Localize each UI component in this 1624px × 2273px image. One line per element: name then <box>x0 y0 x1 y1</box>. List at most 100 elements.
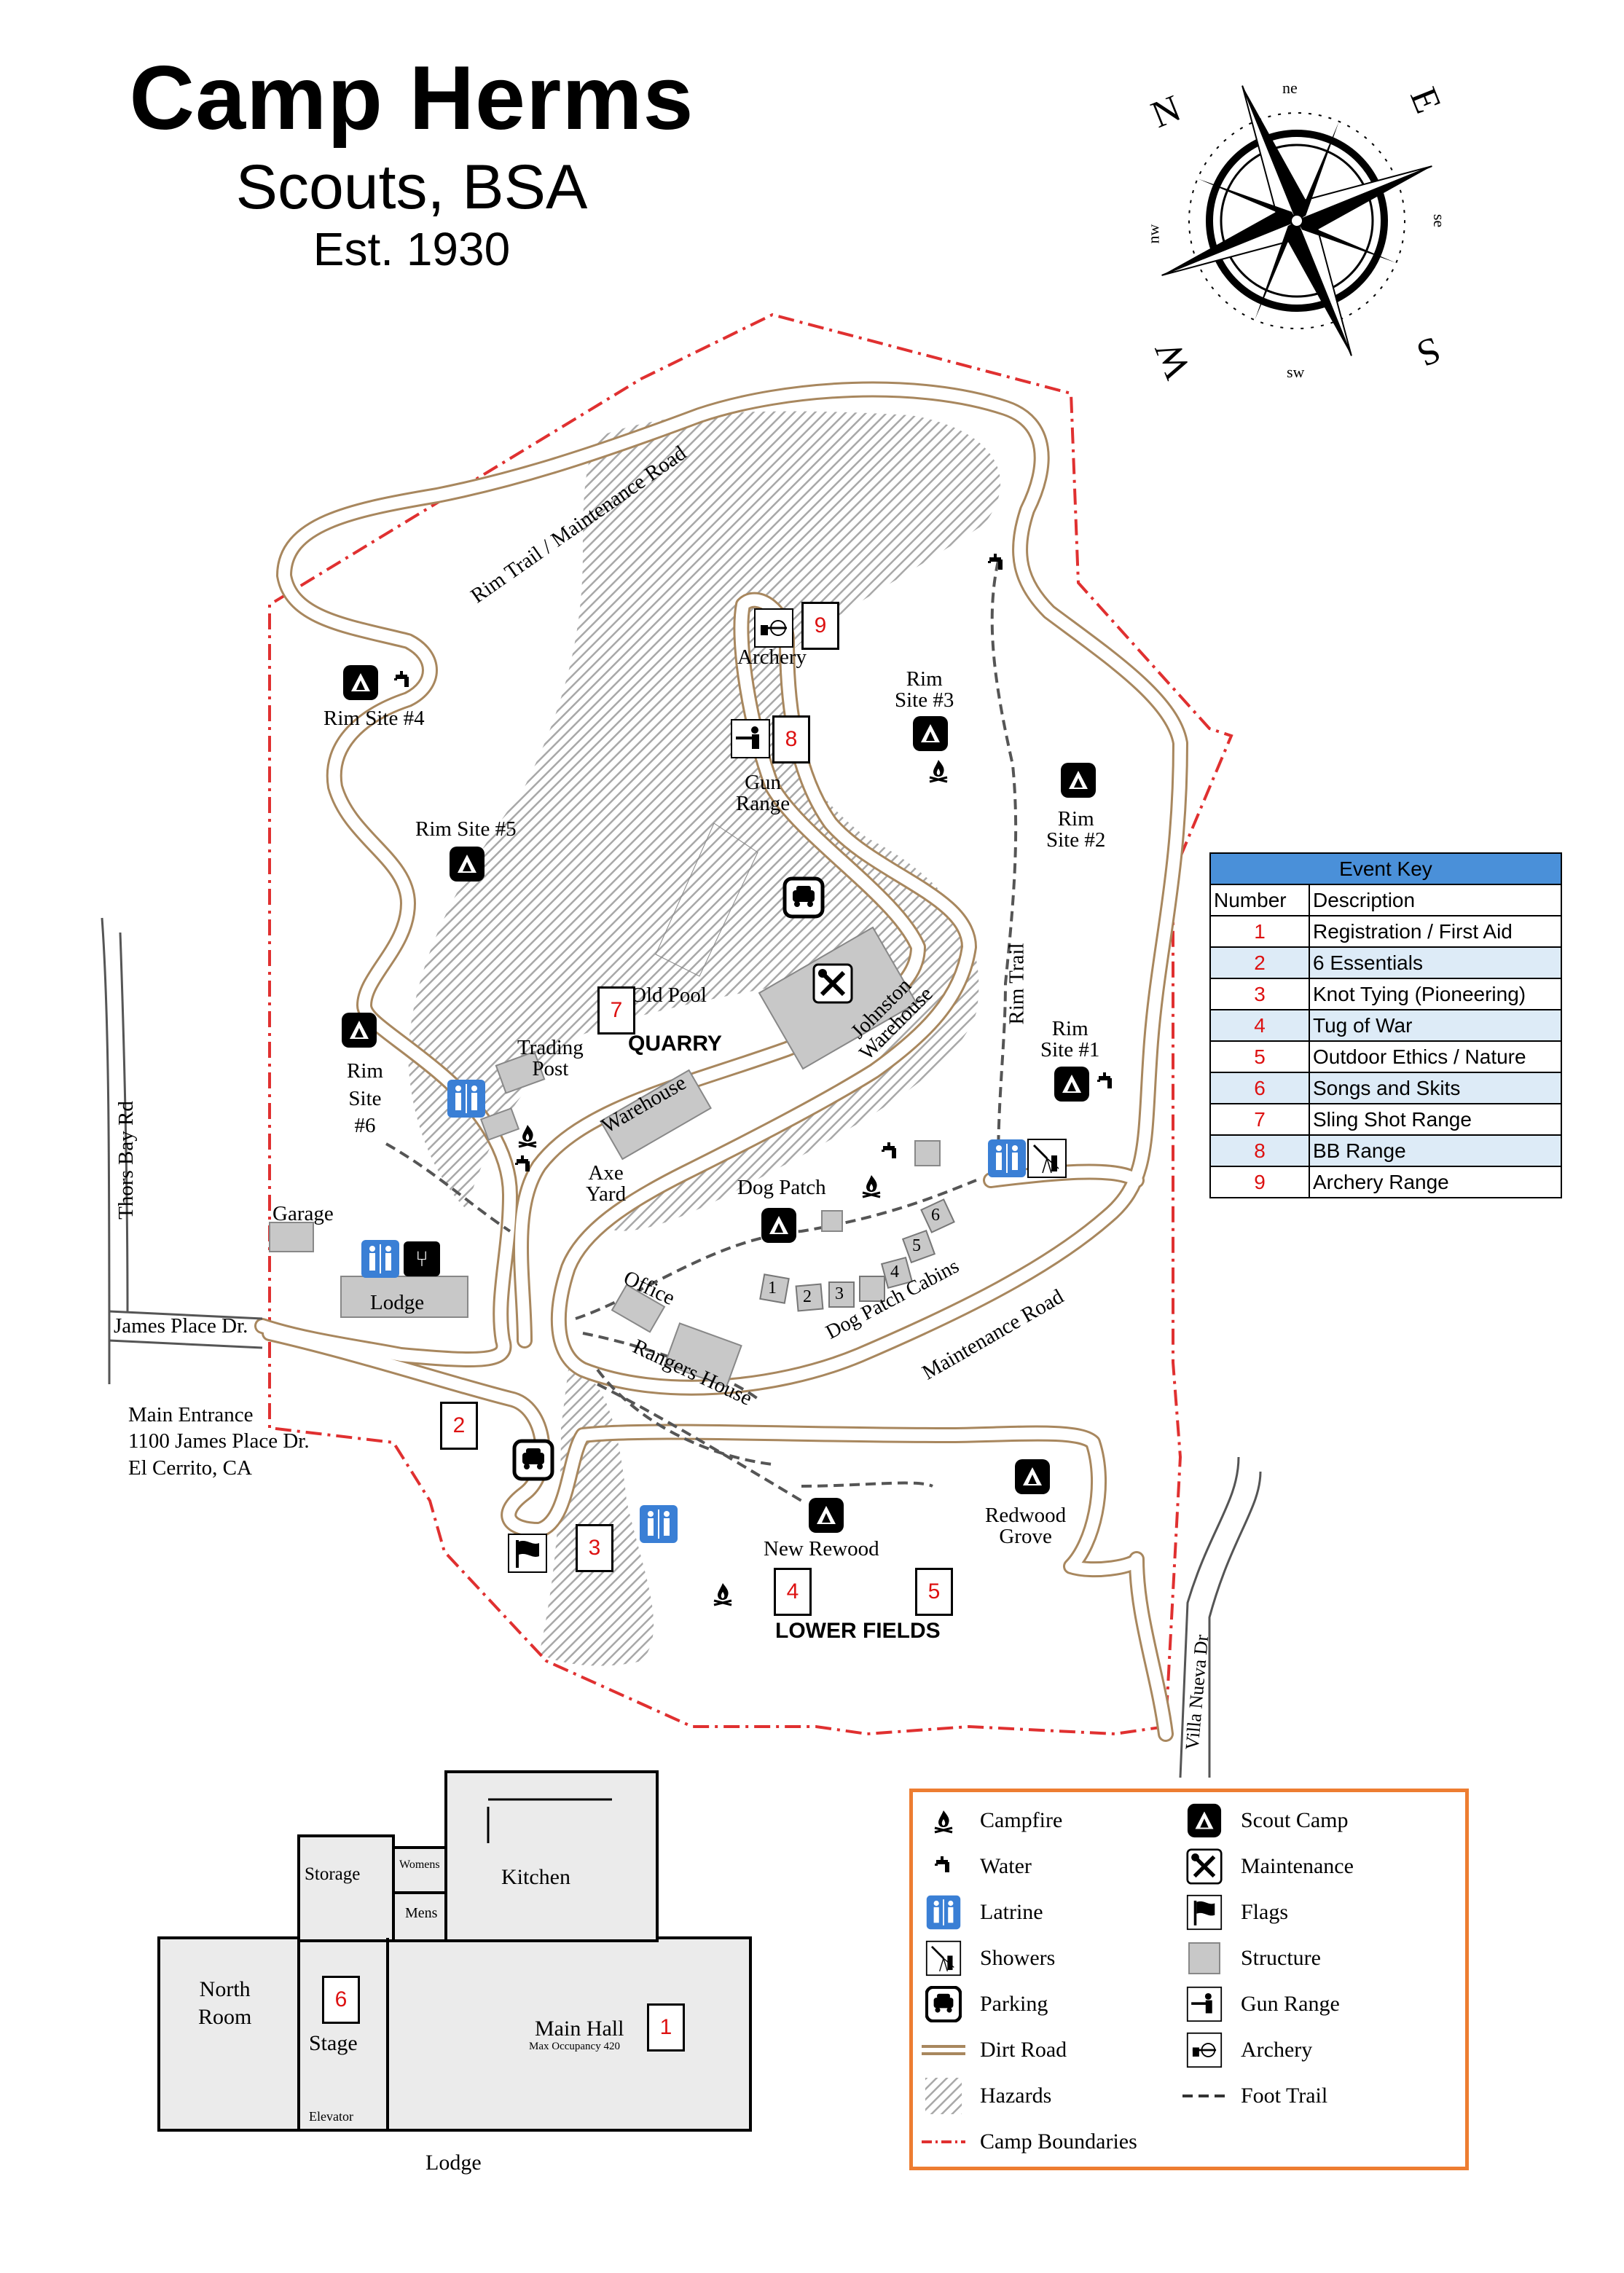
rim-site-1-label: Rim Site #1 <box>1040 1017 1100 1061</box>
gun-range-label: Gun Range <box>736 771 791 815</box>
latrine-icon <box>447 1079 486 1118</box>
archery-icon <box>1182 2032 1226 2068</box>
flags-icon <box>507 1533 548 1574</box>
camp-title: Camp Herms <box>129 48 694 149</box>
event-description: Registration / First Aid <box>1309 915 1562 948</box>
lower-fields-label: LOWER FIELDS <box>775 1619 941 1643</box>
latrine-icon <box>922 1894 965 1931</box>
event-number: 1 <box>1209 915 1310 948</box>
compass-nw-label: nw <box>1144 224 1163 244</box>
cabin-number: 3 <box>835 1284 844 1303</box>
water-icon <box>394 671 409 687</box>
legend-label: Scout Camp <box>1241 1808 1349 1832</box>
legend-item: Parking <box>922 1986 1048 2022</box>
dog-patch-label: Dog Patch <box>737 1176 826 1199</box>
event-marker: 6 <box>322 1976 360 2024</box>
legend-label: Structure <box>1241 1946 1321 1970</box>
lodge-floor-plan <box>157 1770 752 2132</box>
event-description: Outdoor Ethics / Nature <box>1309 1040 1562 1073</box>
legend-label: Hazards <box>980 2084 1052 2108</box>
water-icon <box>882 1142 896 1158</box>
scout-camp-icon <box>1182 1802 1226 1839</box>
scout-camp-icon <box>343 665 378 700</box>
legend-item: Water <box>922 1848 1032 1885</box>
camp-boundaries-icon <box>922 2124 965 2160</box>
campfire-icon <box>928 758 949 783</box>
garage-label: Garage <box>272 1202 334 1225</box>
rim-site-2-label: Rim Site #2 <box>1046 807 1106 852</box>
trading-post-label: Trading Post <box>517 1036 584 1080</box>
event-number: 7 <box>1209 1103 1310 1136</box>
cabin-number: 2 <box>803 1287 812 1306</box>
svg-text:⑂: ⑂ <box>415 1247 428 1272</box>
legend-item: Foot Trail <box>1182 2078 1327 2114</box>
new-rewood-label: New Rewood <box>764 1537 879 1561</box>
dog-patch-cabins <box>759 1198 955 1312</box>
parking-icon <box>922 1986 965 2022</box>
mens-label: Mens <box>405 1905 438 1921</box>
event-description: Songs and Skits <box>1309 1072 1562 1104</box>
event-description: Knot Tying (Pioneering) <box>1309 978 1562 1010</box>
event-number: 3 <box>1209 978 1310 1010</box>
kitchen-label: Kitchen <box>501 1865 570 1889</box>
event-key-number-header: Number <box>1209 884 1310 916</box>
compass-se-label: se <box>1430 213 1449 228</box>
event-number: 4 <box>1209 1009 1310 1042</box>
thors-bay-rd-label: Thors Bay Rd <box>114 1101 138 1220</box>
max-occupancy-label: Max Occupancy 420 <box>529 2041 620 2052</box>
legend-item: Scout Camp <box>1182 1802 1349 1839</box>
event-marker: 2 <box>440 1402 478 1450</box>
event-description: 6 Essentials <box>1309 946 1562 979</box>
legend-label: Dirt Road <box>980 2038 1067 2062</box>
maintenance-icon <box>1182 1848 1226 1885</box>
womens-label: Womens <box>399 1858 440 1871</box>
storage-label: Storage <box>305 1864 361 1884</box>
event-number: 6 <box>1209 1072 1310 1104</box>
latrine-icon <box>361 1239 400 1279</box>
event-description: Sling Shot Range <box>1309 1103 1562 1136</box>
campfire-icon <box>713 1582 733 1606</box>
gun-range-icon <box>731 719 770 758</box>
map-legend: Campfire Water Latrine Showers Parking D… <box>909 1789 1469 2170</box>
hazards-icon <box>922 2078 965 2114</box>
stage-label: Stage <box>309 2031 358 2055</box>
archery-icon <box>753 608 794 648</box>
water-icon <box>515 1155 530 1171</box>
latrine-icon <box>987 1139 1027 1178</box>
event-marker: 1 <box>647 2003 685 2052</box>
north-room-label: North Room <box>198 1977 252 2029</box>
scout-camp-icon <box>1054 1067 1089 1102</box>
scout-camp-icon <box>913 716 948 751</box>
campfire-icon <box>861 1174 882 1198</box>
cabin-number: 6 <box>931 1206 940 1225</box>
legend-item: Structure <box>1182 1940 1321 1976</box>
rim-site-3-label: Rim Site #3 <box>895 667 954 712</box>
main-entrance-label: Main Entrance 1100 James Place Dr. El Ce… <box>128 1403 310 1480</box>
cabin-number: 5 <box>912 1236 921 1255</box>
legend-label: Parking <box>980 1992 1048 2016</box>
event-description: Tug of War <box>1309 1009 1562 1042</box>
rim-site-4-label: Rim Site #4 <box>323 707 425 730</box>
event-key-description-header: Description <box>1309 884 1562 916</box>
rim-site-6-label: Rim Site #6 <box>347 1059 383 1138</box>
event-marker: 5 <box>915 1568 953 1616</box>
rim-site-5-label: Rim Site #5 <box>415 817 517 841</box>
external-streets <box>101 917 1262 1778</box>
legend-label: Latrine <box>980 1900 1043 1924</box>
event-number: 8 <box>1209 1134 1310 1167</box>
legend-label: Gun Range <box>1241 1992 1340 2016</box>
scout-camp-icon <box>761 1208 796 1243</box>
water-icon <box>1097 1072 1112 1088</box>
lodge-plan-caption: Lodge <box>425 2151 482 2175</box>
event-number: 9 <box>1209 1166 1310 1198</box>
event-marker: 9 <box>801 602 839 650</box>
legend-label: Archery <box>1241 2038 1313 2062</box>
cabin-number: 1 <box>768 1279 777 1298</box>
